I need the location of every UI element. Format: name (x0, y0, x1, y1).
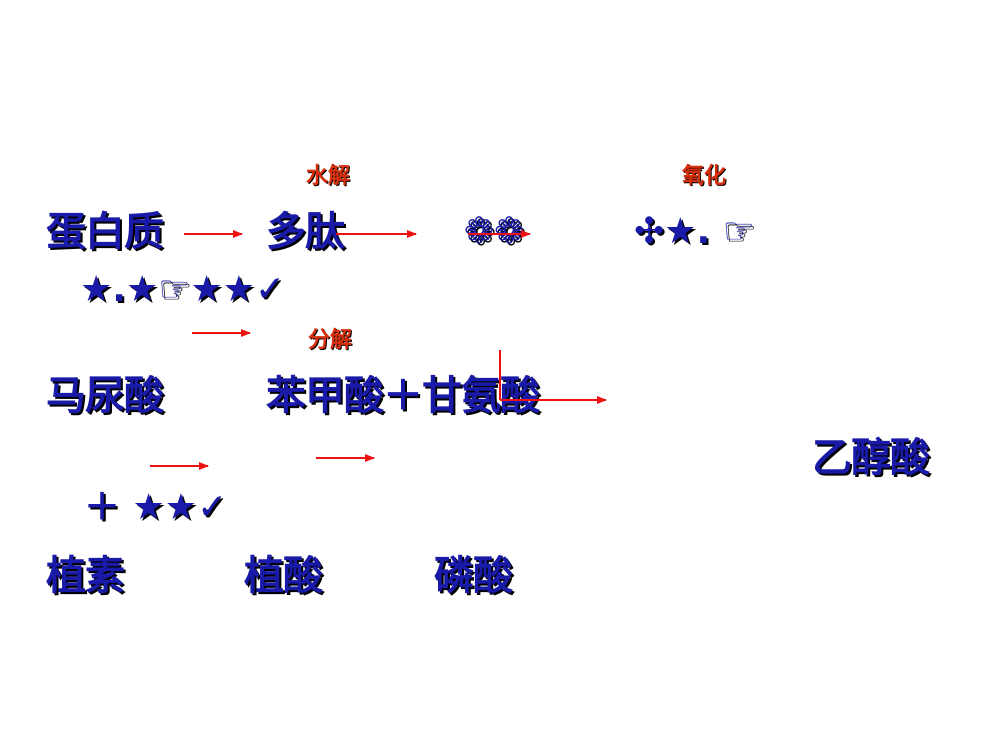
text-benzoic-acid-glycine: 苯甲酸＋甘氨酸 (266, 373, 540, 419)
garbled-symbols-a: ❁❁ (464, 211, 525, 252)
label-hydrolysis: 水解 (306, 164, 351, 189)
text-polypeptide: 多肽 (266, 209, 345, 255)
text-phytin: 植素 (46, 553, 125, 599)
text-phytic-acid: 植酸 (244, 553, 323, 599)
text-protein: 蛋白质 (46, 209, 164, 255)
text-hippuric-acid: 马尿酸 (46, 373, 164, 419)
garbled-symbols-c: ★.★☞★★✓ (80, 269, 286, 310)
plus-garbled-symbols: ＋ ★★✓ (84, 487, 228, 528)
label-decomposition: 分解 (308, 328, 353, 353)
label-oxidation: 氧化 (682, 164, 727, 189)
text-glycolic-acid: 乙醇酸 (812, 435, 930, 481)
text-phosphoric-acid: 磷酸 (434, 553, 513, 599)
garbled-symbols-b: ✣★. ☞ (634, 211, 755, 252)
